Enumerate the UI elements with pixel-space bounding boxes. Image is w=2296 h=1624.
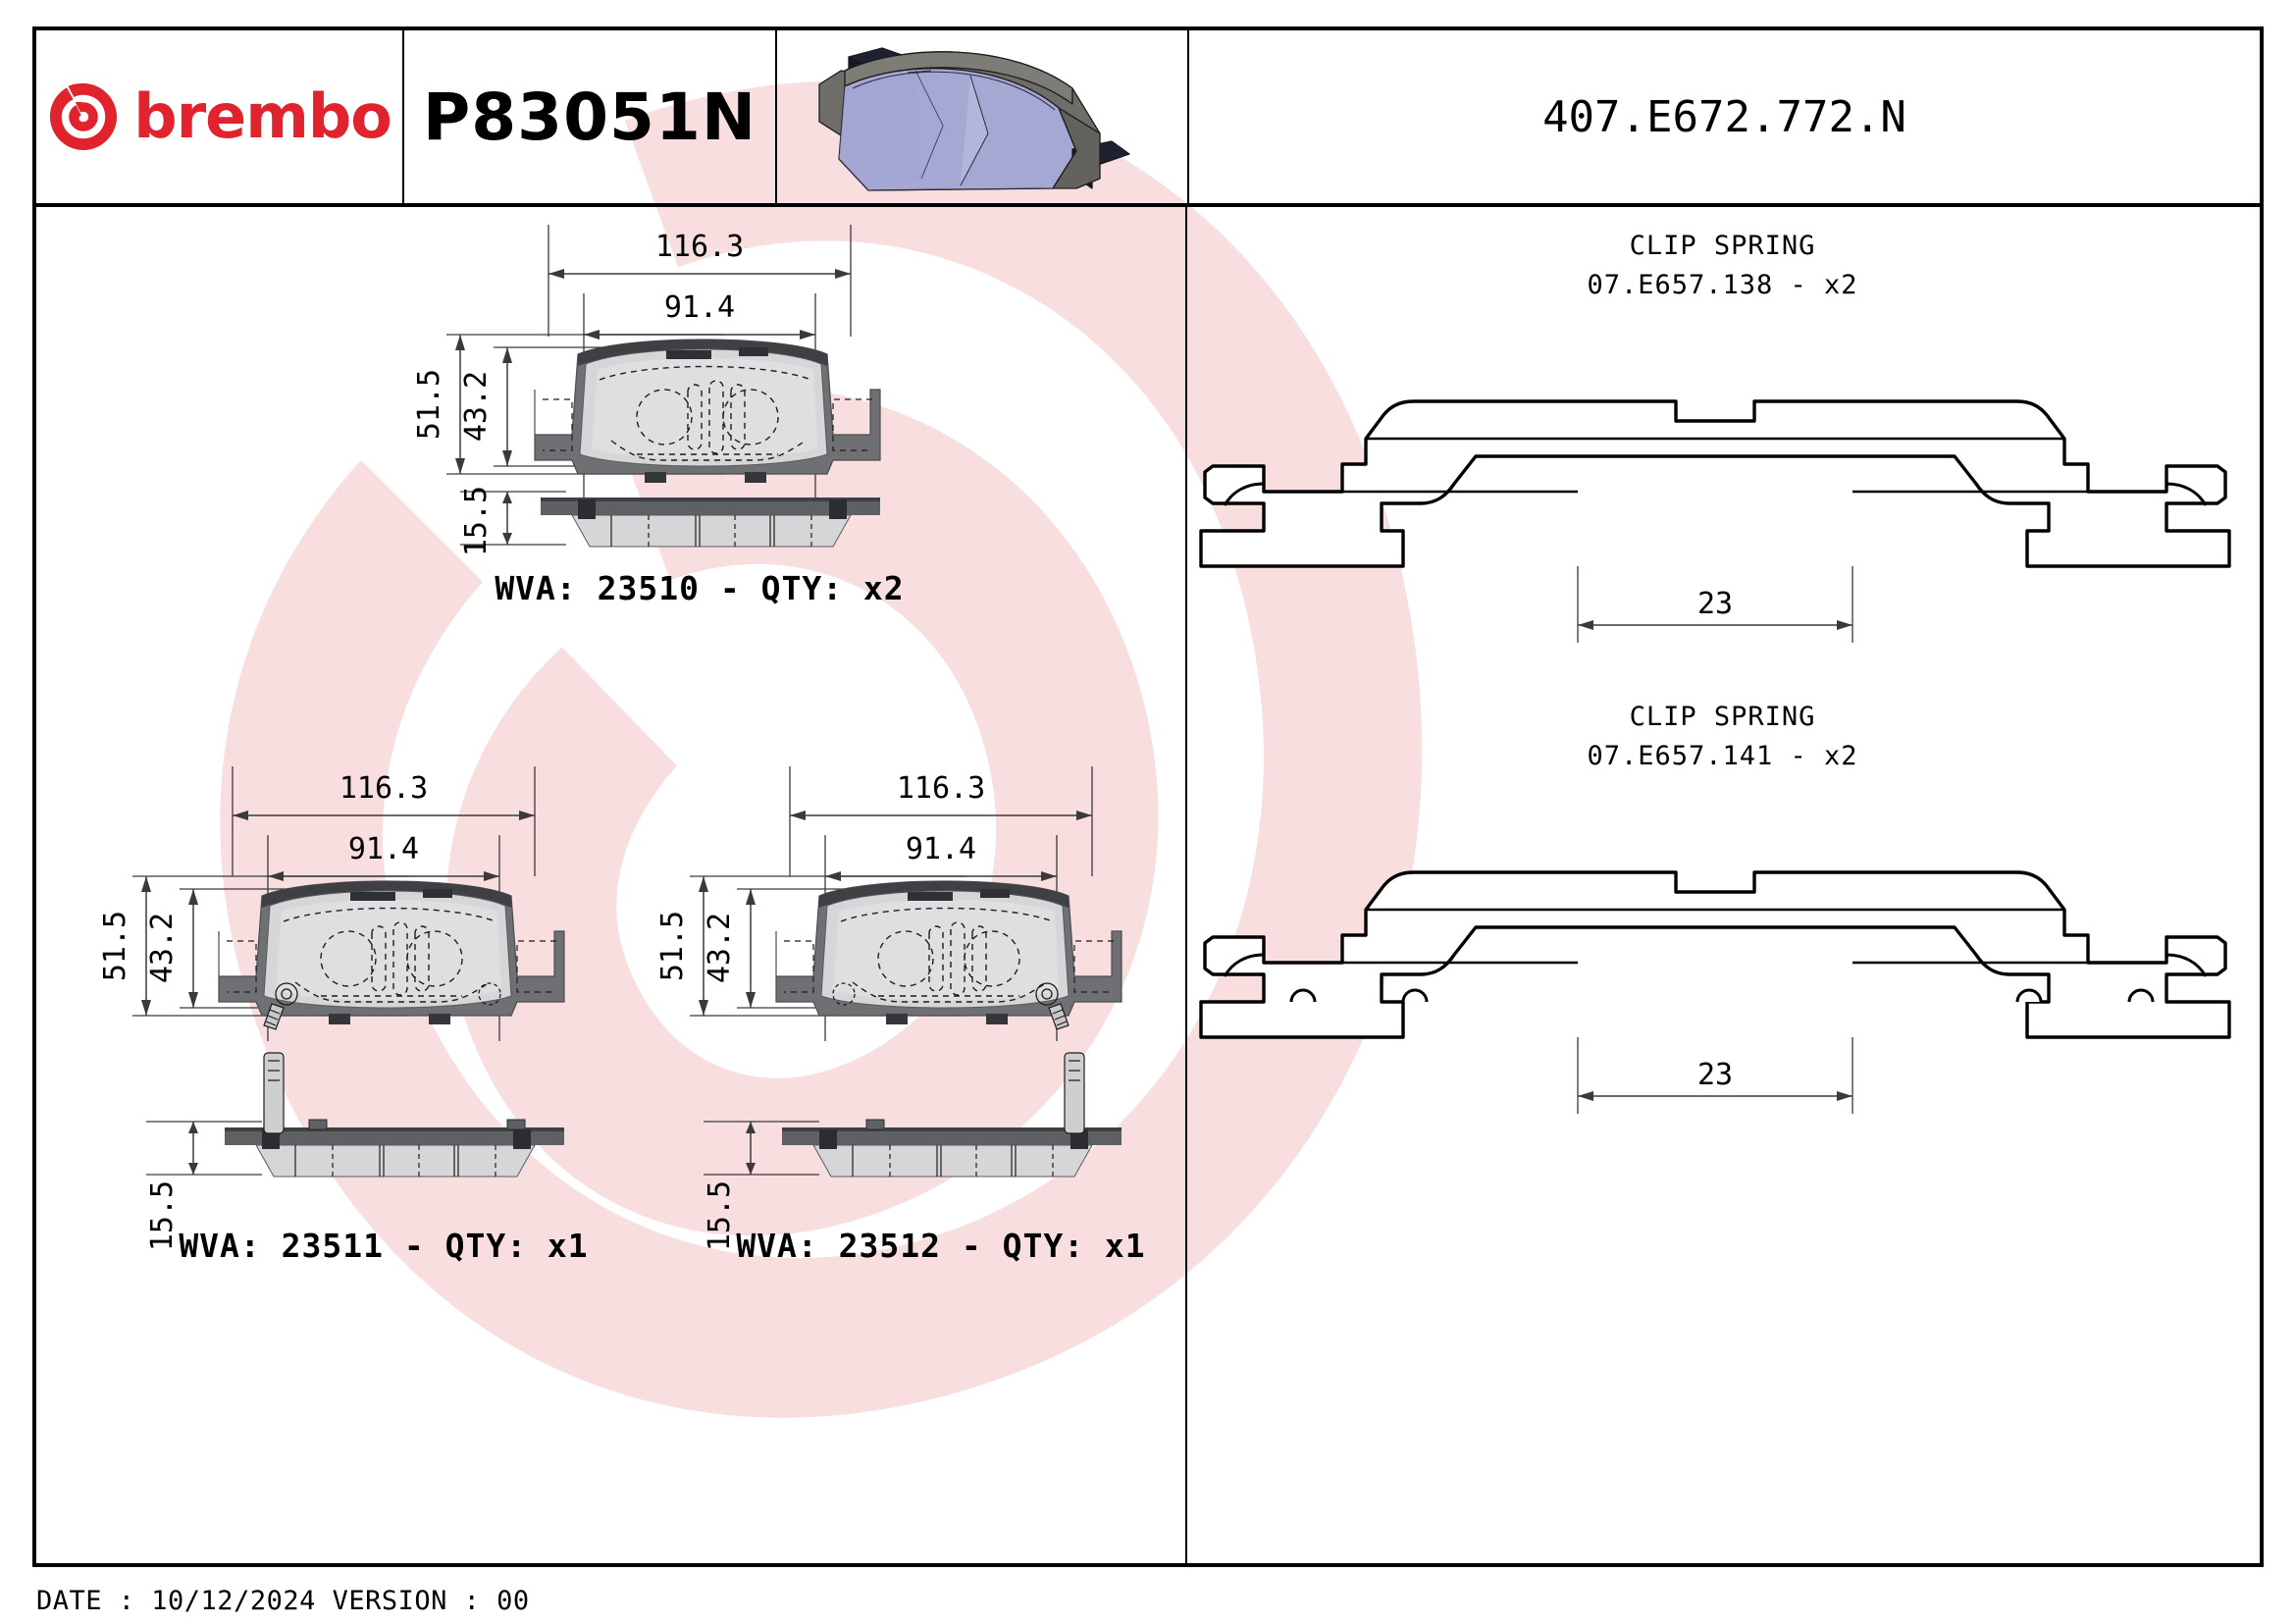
- brake-pad-3d-isometric-view: [818, 46, 1130, 191]
- brembo-circle-b-logo: [50, 82, 118, 151]
- part-number-cell: P83051N: [404, 30, 777, 203]
- clip-spring-block-1: CLIP SPRING 07.E657.138 - x2: [1185, 227, 2260, 678]
- dim-width-overall-23510: 116.3: [655, 230, 744, 264]
- title-block-header: brembo P83051N: [36, 30, 2260, 207]
- brand-logo-cell: brembo: [36, 30, 404, 203]
- drawing-frame: brembo P83051N: [32, 26, 2264, 1567]
- dim-width-inner-23511: 91.4: [348, 832, 419, 866]
- footer-date-version: DATE : 10/12/2024 VERSION : 00: [36, 1586, 530, 1616]
- reference-number-cell: 407.E672.772.N: [1189, 30, 2260, 203]
- brand-wordmark: brembo: [133, 80, 392, 152]
- clip-spring-dim-2: 23: [1697, 1058, 1733, 1092]
- dim-thickness-23512: 15.5: [703, 1180, 737, 1251]
- column-divider: [1185, 207, 1187, 1563]
- pad-view-23510: 116.3 91.4 51.5: [412, 225, 904, 607]
- clip-spring-dim-1: 23: [1697, 587, 1733, 621]
- dim-height-inner-23511: 43.2: [145, 913, 180, 983]
- part-number: P83051N: [422, 79, 757, 155]
- pad-views-area: 116.3 91.4 51.5: [36, 207, 1185, 1563]
- dim-height-overall-23512: 51.5: [655, 911, 690, 981]
- isometric-pad-cell: [777, 30, 1189, 203]
- dim-width-overall-23512: 116.3: [897, 771, 985, 806]
- dim-height-inner-23512: 43.2: [703, 913, 737, 983]
- wva-label-23511: WVA: 23511 - QTY: x1: [179, 1227, 588, 1265]
- dim-thickness-23511: 15.5: [145, 1180, 180, 1251]
- clip-spring-drawing-1: 23: [1199, 399, 2231, 643]
- pad-view-23512: 116.3 91.4 51.5: [655, 766, 1145, 1265]
- pad-view-23511: 116.3 91.4 51.5: [98, 766, 588, 1265]
- dim-width-inner-23510: 91.4: [664, 290, 735, 325]
- clip-spring-block-2: CLIP SPRING 07.E657.141 - x2: [1185, 698, 2260, 1159]
- clip-spring-title-1: CLIP SPRING: [1629, 231, 1816, 261]
- dim-width-overall-23511: 116.3: [339, 771, 428, 806]
- pad-body-23510: [534, 339, 881, 483]
- pad-side-view-23512: [782, 1052, 1122, 1178]
- pad-body-23512: [775, 880, 1122, 1030]
- clip-spring-drawing-2: 23: [1199, 870, 2231, 1114]
- clip-spring-code-1: 07.E657.138 - x2: [1587, 270, 1858, 300]
- wva-label-23510: WVA: 23510 - QTY: x2: [495, 569, 904, 607]
- pad-side-view-23511: [225, 1052, 564, 1178]
- dim-height-inner-23510: 43.2: [459, 371, 494, 442]
- dim-height-overall-23511: 51.5: [98, 911, 132, 981]
- clip-spring-code-2: 07.E657.141 - x2: [1587, 741, 1858, 771]
- clip-spring-title-2: CLIP SPRING: [1629, 702, 1816, 732]
- drawing-body: 116.3 91.4 51.5: [36, 207, 2260, 1563]
- pad-body-23511: [218, 880, 565, 1030]
- dim-height-overall-23510: 51.5: [412, 369, 446, 440]
- dim-thickness-23510: 15.5: [459, 486, 494, 556]
- pad-side-view-23510: [541, 498, 880, 548]
- dim-width-inner-23512: 91.4: [906, 832, 976, 866]
- wva-label-23512: WVA: 23512 - QTY: x1: [736, 1227, 1145, 1265]
- clip-springs-area: CLIP SPRING 07.E657.138 - x2: [1185, 207, 2260, 1563]
- reference-number: 407.E672.772.N: [1542, 91, 1906, 142]
